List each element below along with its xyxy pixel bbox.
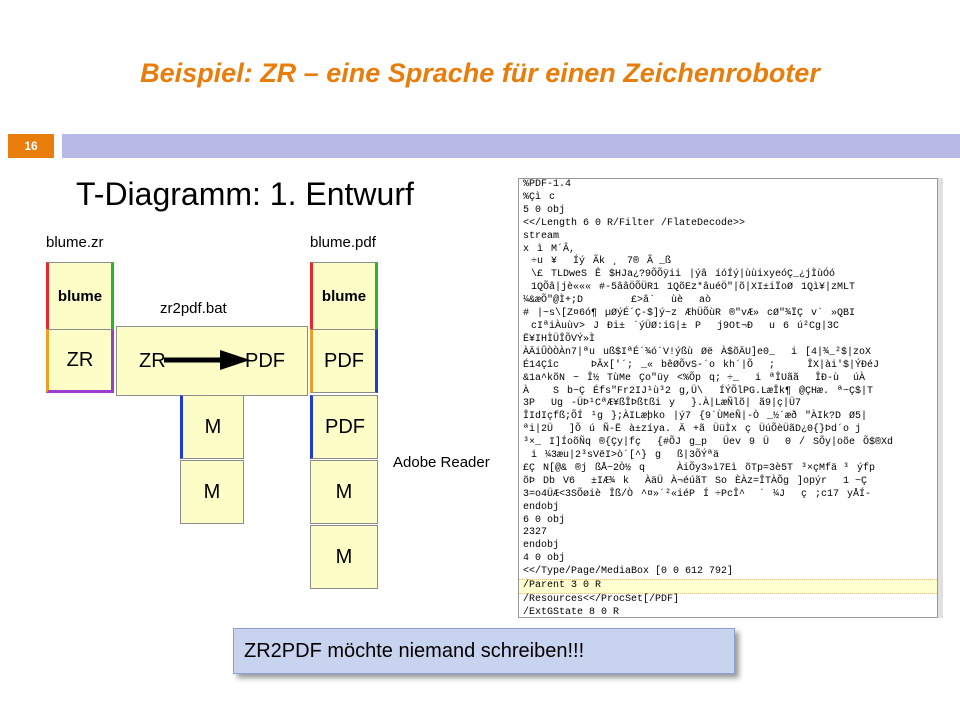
code-line: 1QÕâ|jè«««#-5ââÖÕÜR11QõEz*âuéÖ"|õ|XI±… <box>523 282 856 294</box>
code-line: %PDF-1.4 <box>523 179 572 190</box>
right-top-cell: blume <box>310 262 378 330</box>
code-line: xìM´Â, <box>523 243 576 255</box>
listing-scrollbar[interactable] <box>938 178 943 618</box>
code-line: endobj <box>523 540 560 552</box>
code-line: É14ÇîcÞÂx['´;_«bêØÕvS-´okh´|Õ;… <box>523 359 880 371</box>
code-line: 2327 <box>523 527 548 539</box>
code-line: #|~s\[Z¤6ó¶µØýÉ´Ç-$]ý~zÆhÜÕùR®"vÆ»c… <box>523 308 856 320</box>
compiler-machine-cell: M <box>180 460 244 524</box>
compiler-source: ZR <box>139 349 166 372</box>
right-bottom-cell: PDF <box>310 329 378 393</box>
label-blume-zr: blume.zr <box>46 234 104 251</box>
code-line: &1a^kõN~Î½TùMeÇo"üy<%Õpq; ÷_iªÎ… <box>523 372 874 384</box>
code-line: ªi|2Ü]ÕúÑ-Ëà±zíya.Ä+ãÜüÌxçÜúÕè… <box>523 424 862 436</box>
label-zr2pdf: zr2pdf.bat <box>160 300 227 317</box>
code-line: £ÇN[@&®jßÅ~2Ò½qÀiÕy3»ì7EìõTp=3è… <box>523 462 884 474</box>
code-line: /Resources<</ProcSet[/PDF] <box>523 594 680 605</box>
code-line: ÀSb~ÇÉfs"Fr2IJ¹ù³2g,Ü\ÍÝÕlPG.LæÎ… <box>523 385 874 397</box>
slide-subtitle: T-Diagramm: 1. Entwurf <box>76 176 414 212</box>
code-line: /Parent 3 0 R <box>519 579 937 594</box>
callout-box: ZR2PDF möchte niemand schreiben!!! <box>233 628 735 674</box>
code-line: <</Length 6 0 R/Filter /FlateDecode>> <box>523 217 746 229</box>
slide-title: Beispiel: ZR – eine Sprache für einen Ze… <box>140 58 820 88</box>
label-blume-pdf: blume.pdf <box>310 234 376 251</box>
slide-number: 16 <box>8 134 54 158</box>
left-bottom-cell: ZR <box>46 329 114 393</box>
arrow-right-icon <box>164 350 250 370</box>
code-line: endobj <box>523 501 560 513</box>
reader-machine-cell: M <box>310 525 378 589</box>
code-line: %Çìc <box>523 191 556 203</box>
code-line: ³×_I]ÍoõÑq®{Çy|fç{#ÕJg_pÜev9Ü… <box>523 437 894 449</box>
compiler-impl-cell: M <box>180 395 244 459</box>
code-line: cIªiÀuùv>JÐi±´ýÜØ:iG|±Pj9Ot¬Ðu… <box>523 320 840 332</box>
reader-target-cell: M <box>310 460 378 524</box>
compiler-target: PDF <box>245 349 285 372</box>
code-line: ¼&æÕ"@Ì+;D£>â`ùèaò <box>523 295 712 307</box>
code-line: 3PUg-ÜÞ¹CªÆ¥ßÎÞßtßiy}.À|LæÑlõ|ã9|… <box>523 398 802 410</box>
code-line: ÀÄiÛÒÒÀn7|ªuuß$IªÉ´¾ó´V!ýßùØëÀ$õÄU]e0… <box>523 346 872 358</box>
code-line: <</Type/Page/MediaBox [0 0 612 792] <box>523 566 734 578</box>
code-line: 5 0 obj <box>523 204 566 216</box>
code-line: 3=o4ÜÆ<3SÕøièÎß/Ò^¤»´²«iéPÍ ÷PcÎ^ ´… <box>523 488 872 500</box>
code-line: õÞDbV6±IÆ¾kÀäÜÀ¬éúãTSoÈÀz=ÎTÀÕ… <box>523 475 868 487</box>
header-bar <box>62 134 960 158</box>
code-line: 6 0 obj <box>523 514 566 526</box>
code-line: /ExtGState 8 0 R <box>523 606 620 618</box>
label-adobe-reader: Adobe Reader <box>393 454 490 471</box>
code-line: i¼3æu|2³sVëI>ò´[^}gß|3ÕÝªä <box>523 450 736 462</box>
code-line: ÷u¥ÍýÃk¸7®Ã _ß <box>523 256 688 268</box>
code-line: \£TLDweSÊ$HJa¿?9ÕÕÿii|ýâíóÍý|ùùixy… <box>523 269 836 281</box>
code-line: 4 0 obj <box>523 553 566 565</box>
code-line: stream <box>523 230 560 242</box>
code-line: Ë¥IHÌÜÎÕVÝ»Ì <box>523 333 596 345</box>
reader-source-cell: PDF <box>310 395 378 459</box>
left-top-cell: blume <box>46 262 114 330</box>
code-line: ÎIdIçfß;ÕÍ¹g};ÀILæþko|ý7{9´ÙMeÑ|-Ò_… <box>523 411 868 423</box>
